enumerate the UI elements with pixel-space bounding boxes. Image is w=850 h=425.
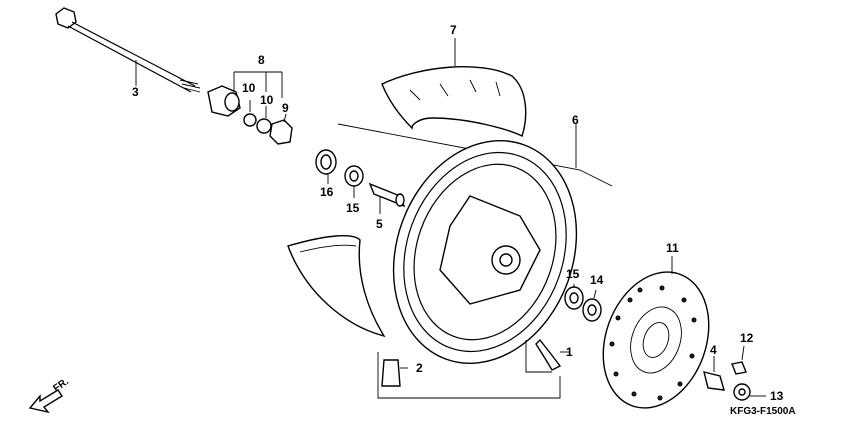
callout-4: 4 — [710, 343, 717, 357]
callout-5: 5 — [376, 217, 383, 231]
callout-14: 14 — [590, 273, 604, 287]
callout-6: 6 — [572, 113, 579, 127]
brake-disc-part — [602, 256, 710, 409]
disc-bolt-part — [731, 345, 747, 375]
axle-nut-part — [733, 383, 766, 401]
right-bearing-part — [564, 286, 584, 310]
callout-15a: 15 — [346, 201, 360, 215]
left-seal-part — [344, 165, 364, 187]
callout-2: 2 — [416, 361, 423, 375]
valve-stem-part — [525, 338, 570, 373]
valve-cap-part — [377, 352, 561, 399]
front-direction-arrow: FR. — [28, 376, 71, 414]
axle-part — [55, 7, 201, 93]
distance-collar-part — [368, 182, 406, 208]
callout-11: 11 — [666, 241, 679, 255]
callout-16: 16 — [320, 185, 334, 199]
callout-12: 12 — [740, 331, 754, 345]
left-bearing-part — [315, 149, 337, 175]
wheel-rim-part — [337, 123, 613, 364]
callout-8: 8 — [258, 53, 265, 67]
callout-13: 13 — [770, 389, 784, 403]
callout-3: 3 — [132, 85, 139, 99]
callout-10b: 10 — [260, 93, 274, 107]
callout-1: 1 — [566, 345, 573, 359]
fender-part — [287, 235, 386, 338]
callout-9: 9 — [282, 101, 289, 115]
axle-collar-part — [207, 71, 293, 145]
callout-10a: 10 — [242, 81, 256, 95]
figure-code: KFG3-F1500A — [730, 406, 796, 417]
callout-15b: 15 — [566, 267, 580, 281]
right-seal-part — [582, 298, 602, 322]
callout-7: 7 — [450, 23, 457, 37]
disc-spacer-part — [703, 356, 725, 391]
tire-part — [381, 38, 527, 137]
